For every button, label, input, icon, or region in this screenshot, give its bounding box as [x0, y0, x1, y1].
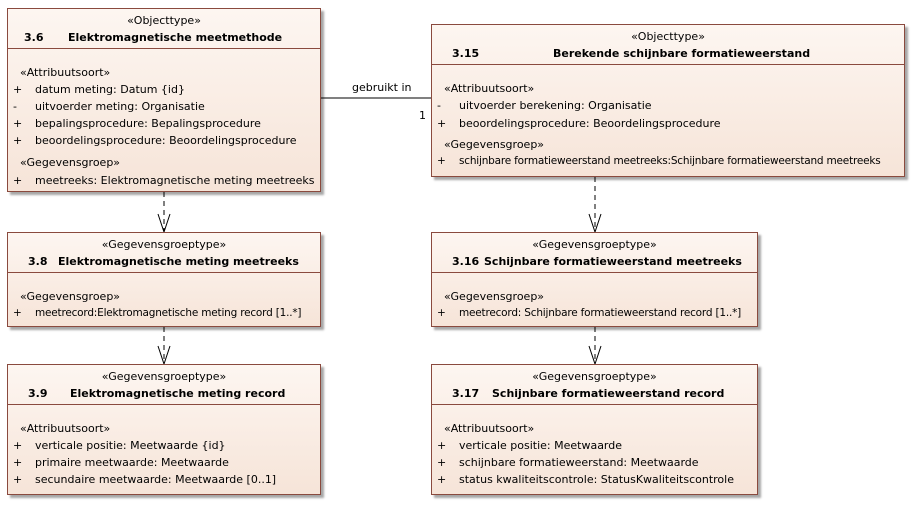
visibility-marker: +: [13, 83, 23, 96]
attribute-text: uitvoerder meting: Organisatie: [35, 100, 205, 113]
class-header: «Objecttype» 3.15 Berekende schijnbare f…: [432, 25, 904, 65]
section-label: «Gegevensgroep»: [444, 290, 545, 303]
attribute-row: + schijnbare formatieweerstand: Meetwaard…: [437, 456, 699, 469]
class-name: Elektromagnetische meting meetreeks: [58, 255, 299, 268]
attribute-row: + meetrecord:Elektromagnetische meting re…: [13, 307, 301, 319]
attribute-row: + meetrecord: Schijnbare formatieweerstan…: [437, 307, 741, 319]
attribute-text: meetrecord:Elektromagnetische meting rec…: [35, 307, 302, 319]
stereotype-label: «Gegevensgroeptype»: [101, 370, 227, 383]
class-header: «Objecttype» 3.6 Elektromagnetische meet…: [8, 9, 320, 49]
attribute-text: datum meting: Datum {id}: [35, 83, 185, 96]
class-number: 3.15: [452, 47, 480, 60]
attribute-text: beoordelingsprocedure: Beoordelingsproce…: [35, 134, 297, 147]
attribute-text: meetreeks: Elektromagnetische meting mee…: [35, 174, 315, 187]
attribute-row: + status kwaliteitscontrole: StatusKwalit…: [437, 473, 734, 486]
attribute-text: schijnbare formatieweerstand meetreeks:S…: [459, 155, 881, 167]
visibility-marker: +: [437, 155, 446, 167]
visibility-marker: +: [13, 174, 23, 187]
section-label: «Attribuutsoort»: [20, 66, 111, 79]
attribute-row: + schijnbare formatieweerstand meetreeks:…: [437, 155, 881, 167]
section-label: «Attribuutsoort»: [20, 422, 111, 435]
class-box-3-6[interactable]: «Objecttype» 3.6 Elektromagnetische meet…: [7, 8, 321, 192]
visibility-marker: +: [13, 456, 23, 469]
attribute-row: - uitvoerder meting: Organisatie: [13, 100, 205, 113]
class-number: 3.8: [28, 255, 48, 268]
stereotype-label: «Objecttype»: [631, 30, 705, 43]
attribute-row: + bepalingsprocedure: Bepalingsprocedure: [13, 117, 261, 130]
dependency-arrow-3-6-to-3-8: [157, 192, 171, 234]
attribute-text: status kwaliteitscontrole: StatusKwalite…: [459, 473, 734, 486]
class-box-3-8[interactable]: «Gegevensgroeptype» 3.8 Elektromagnetisc…: [7, 232, 321, 327]
attribute-row: + secundaire meetwaarde: Meetwaarde [0..1…: [13, 473, 276, 486]
class-header: «Gegevensgroeptype» 3.9 Elektromagnetisc…: [8, 365, 320, 405]
attribute-row: + meetreeks: Elektromagnetische meting me…: [13, 174, 315, 187]
attribute-text: uitvoerder berekening: Organisatie: [459, 99, 652, 112]
attribute-text: bepalingsprocedure: Bepalingsprocedure: [35, 117, 261, 130]
class-name: Schijnbare formatieweerstand meetreeks: [484, 255, 742, 268]
visibility-marker: +: [437, 456, 447, 469]
class-number: 3.16: [452, 255, 480, 268]
section-label: «Attribuutsoort»: [444, 82, 535, 95]
dependency-arrow-3-16-to-3-17: [588, 327, 602, 366]
attribute-row: + primaire meetwaarde: Meetwaarde: [13, 456, 229, 469]
visibility-marker: +: [13, 134, 23, 147]
section-label: «Gegevensgroep»: [20, 290, 121, 303]
attribute-text: meetrecord: Schijnbare formatieweerstand…: [459, 307, 742, 319]
class-number: 3.6: [24, 31, 44, 44]
visibility-marker: +: [13, 307, 22, 319]
section-label: «Gegevensgroep»: [20, 156, 121, 169]
class-number: 3.9: [28, 387, 48, 400]
section-label: «Attribuutsoort»: [444, 422, 535, 435]
attribute-text: primaire meetwaarde: Meetwaarde: [35, 456, 229, 469]
class-box-3-9[interactable]: «Gegevensgroeptype» 3.9 Elektromagnetisc…: [7, 364, 321, 495]
attribute-text: verticale positie: Meetwaarde: [459, 439, 623, 452]
visibility-marker: +: [437, 439, 447, 452]
attribute-text: schijnbare formatieweerstand: Meetwaarde: [459, 456, 699, 469]
attribute-row: + verticale positie: Meetwaarde: [437, 439, 622, 452]
class-number: 3.17: [452, 387, 480, 400]
visibility-marker: -: [13, 100, 17, 113]
class-header: «Gegevensgroeptype» 3.17 Schijnbare form…: [432, 365, 757, 405]
attribute-row: + beoordelingsprocedure: Beoordelingsproc…: [437, 117, 721, 130]
attribute-row: + beoordelingsprocedure: Beoordelingsproc…: [13, 134, 297, 147]
attribute-text: verticale positie: Meetwaarde {id}: [35, 439, 226, 452]
attribute-text: beoordelingsprocedure: Beoordelingsproce…: [459, 117, 721, 130]
visibility-marker: +: [13, 117, 23, 130]
dependency-arrow-3-8-to-3-9: [157, 327, 171, 366]
class-box-3-16[interactable]: «Gegevensgroeptype» 3.16 Schijnbare form…: [431, 232, 758, 327]
visibility-marker: +: [437, 473, 447, 486]
class-box-3-15[interactable]: «Objecttype» 3.15 Berekende schijnbare f…: [431, 24, 905, 177]
attribute-row: + datum meting: Datum {id}: [13, 83, 185, 96]
visibility-marker: +: [13, 473, 23, 486]
visibility-marker: +: [437, 117, 447, 130]
stereotype-label: «Gegevensgroeptype»: [101, 238, 227, 251]
visibility-marker: -: [437, 99, 441, 112]
stereotype-label: «Objecttype»: [127, 14, 201, 27]
visibility-marker: +: [13, 439, 23, 452]
class-name: Elektromagnetische meting record: [70, 387, 286, 400]
association-label: gebruikt in: [352, 81, 412, 94]
class-name: Berekende schijnbare formatieweerstand: [553, 47, 811, 60]
class-header: «Gegevensgroeptype» 3.16 Schijnbare form…: [432, 233, 757, 273]
attribute-text: secundaire meetwaarde: Meetwaarde [0..1]: [35, 473, 277, 486]
attribute-row: - uitvoerder berekening: Organisatie: [437, 99, 652, 112]
attribute-row: + verticale positie: Meetwaarde {id}: [13, 439, 226, 452]
visibility-marker: +: [437, 307, 446, 319]
class-name: Schijnbare formatieweerstand record: [492, 387, 725, 400]
dependency-arrow-3-15-to-3-16: [588, 177, 602, 234]
class-box-3-17[interactable]: «Gegevensgroeptype» 3.17 Schijnbare form…: [431, 364, 758, 495]
section-label: «Gegevensgroep»: [444, 138, 545, 151]
class-header: «Gegevensgroeptype» 3.8 Elektromagnetisc…: [8, 233, 320, 273]
association-multiplicity: 1: [419, 109, 426, 122]
class-name: Elektromagnetische meetmethode: [68, 31, 283, 44]
stereotype-label: «Gegevensgroeptype»: [532, 370, 657, 383]
stereotype-label: «Gegevensgroeptype»: [532, 238, 657, 251]
